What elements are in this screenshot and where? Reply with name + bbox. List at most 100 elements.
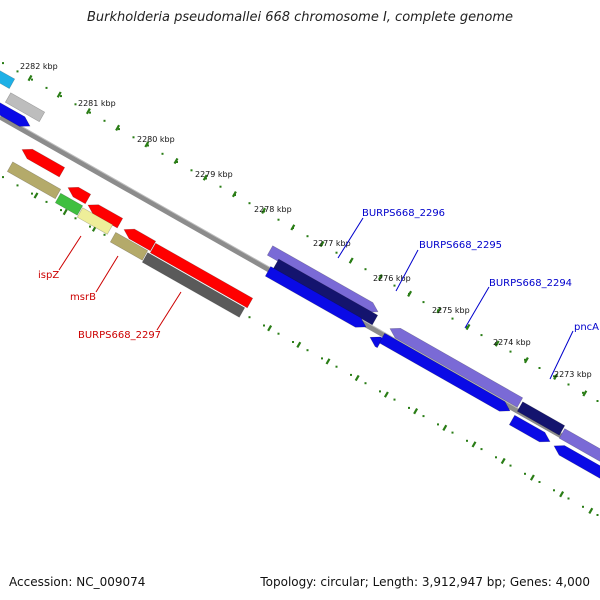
guide-dot [31,78,33,81]
guide-dot [147,144,149,147]
gene-label-burps668-2295: BURPS668_2295 [419,240,502,251]
tick-mark [354,374,360,382]
tick-mark [377,274,383,281]
tick-mark [325,358,331,365]
guide-dot [538,367,541,369]
tick-mark [588,507,594,514]
tick-mark [436,307,442,314]
gene-feature [378,332,511,412]
guide-dot [263,324,265,327]
tick-mark [231,191,237,198]
guide-dot [335,365,338,368]
guide-dot [60,95,62,98]
tick-mark [144,141,150,148]
tick-label: 2280 kbp [137,135,175,144]
gene-feature [0,70,16,90]
guide-dot [480,334,483,337]
gene-label-burps668-2297: BURPS668_2297 [78,330,161,341]
tick-label: 2278 kbp [254,205,292,214]
tick-label: 2279 kbp [195,170,233,179]
tick-label: 2277 kbp [313,239,351,248]
guide-dot [553,375,555,378]
summary-text: Topology: circular; Length: 3,912,947 bp… [260,575,590,589]
guide-dot [596,400,599,402]
tick-mark [348,257,354,264]
gene-feature [76,207,114,235]
gene-feature [6,161,62,200]
tick-mark [407,290,413,297]
guide-dot [393,284,396,287]
outer-tick-marks [27,74,588,397]
tick-mark [500,457,506,465]
guide-dot [596,514,599,516]
label-leaders [58,217,574,380]
guide-dot [89,225,91,228]
gene-label-burps668-2296: BURPS668_2296 [362,208,445,219]
guide-dot [364,268,367,271]
guide-dot [89,111,91,114]
gene-feature [21,148,66,178]
guide-dot [103,233,106,236]
gene-feature [67,186,92,205]
tick-mark [529,474,535,481]
gene-feature [508,414,551,443]
tick-mark [115,124,121,131]
gene-features [0,70,600,479]
gene-label-burps668-2294: BURPS668_2294 [489,278,572,289]
guide-dot [219,185,222,188]
guide-dot [74,217,77,220]
tick-label: 2276 kbp [373,274,411,283]
tick-label: 2281 kbp [78,99,116,108]
guide-dot [451,431,454,434]
guide-dot [509,464,512,467]
tick-mark [523,357,529,364]
guide-dot [292,341,294,343]
tick-mark [62,208,68,216]
accession-text: Accession: NC_009074 [9,575,146,589]
tick-mark [582,390,588,397]
outer-dotted-guide [2,62,599,402]
guide-dot [335,251,338,254]
gene-label-msrb: msrB [70,292,96,303]
guide-dot [538,481,541,483]
tick-label: 2282 kbp [20,62,58,71]
tick-mark [383,391,389,398]
tick-mark [173,157,179,165]
tick-mark [56,91,62,98]
gene-feature [123,228,157,252]
guide-dot [2,62,4,65]
guide-dot [118,128,120,131]
gene-feature [266,245,379,313]
gene-feature [149,242,254,309]
guide-dot [31,192,33,195]
tick-mark [559,491,565,498]
guide-dot [524,472,526,475]
guide-dot [509,350,512,353]
gene-feature [516,401,566,436]
tick-mark [267,325,273,332]
gene-feature [109,231,149,261]
guide-dot [205,177,207,180]
tick-label: 2275 kbp [432,306,470,315]
tick-label: 2274 kbp [493,338,531,347]
guide-dot [306,235,309,238]
gene-label-ispz: ispZ [38,270,59,281]
guide-dot [350,373,352,376]
guide-dot [74,103,77,106]
guide-dot [248,316,251,319]
guide-dot [553,489,555,492]
tick-mark [296,341,302,348]
gene-feature [4,92,46,123]
gene-feature [54,192,84,216]
guide-dot [495,456,497,459]
gene-feature [0,102,31,127]
tick-mark [471,441,477,448]
map-title: Burkholderia pseudomallei 668 chromosome… [86,10,514,25]
guide-dot [306,349,309,352]
gene-label-pnca: pncA [574,322,599,333]
guide-dot [45,200,48,203]
guide-dot [277,332,280,335]
tick-mark [553,373,559,380]
guide-dot [495,342,497,345]
